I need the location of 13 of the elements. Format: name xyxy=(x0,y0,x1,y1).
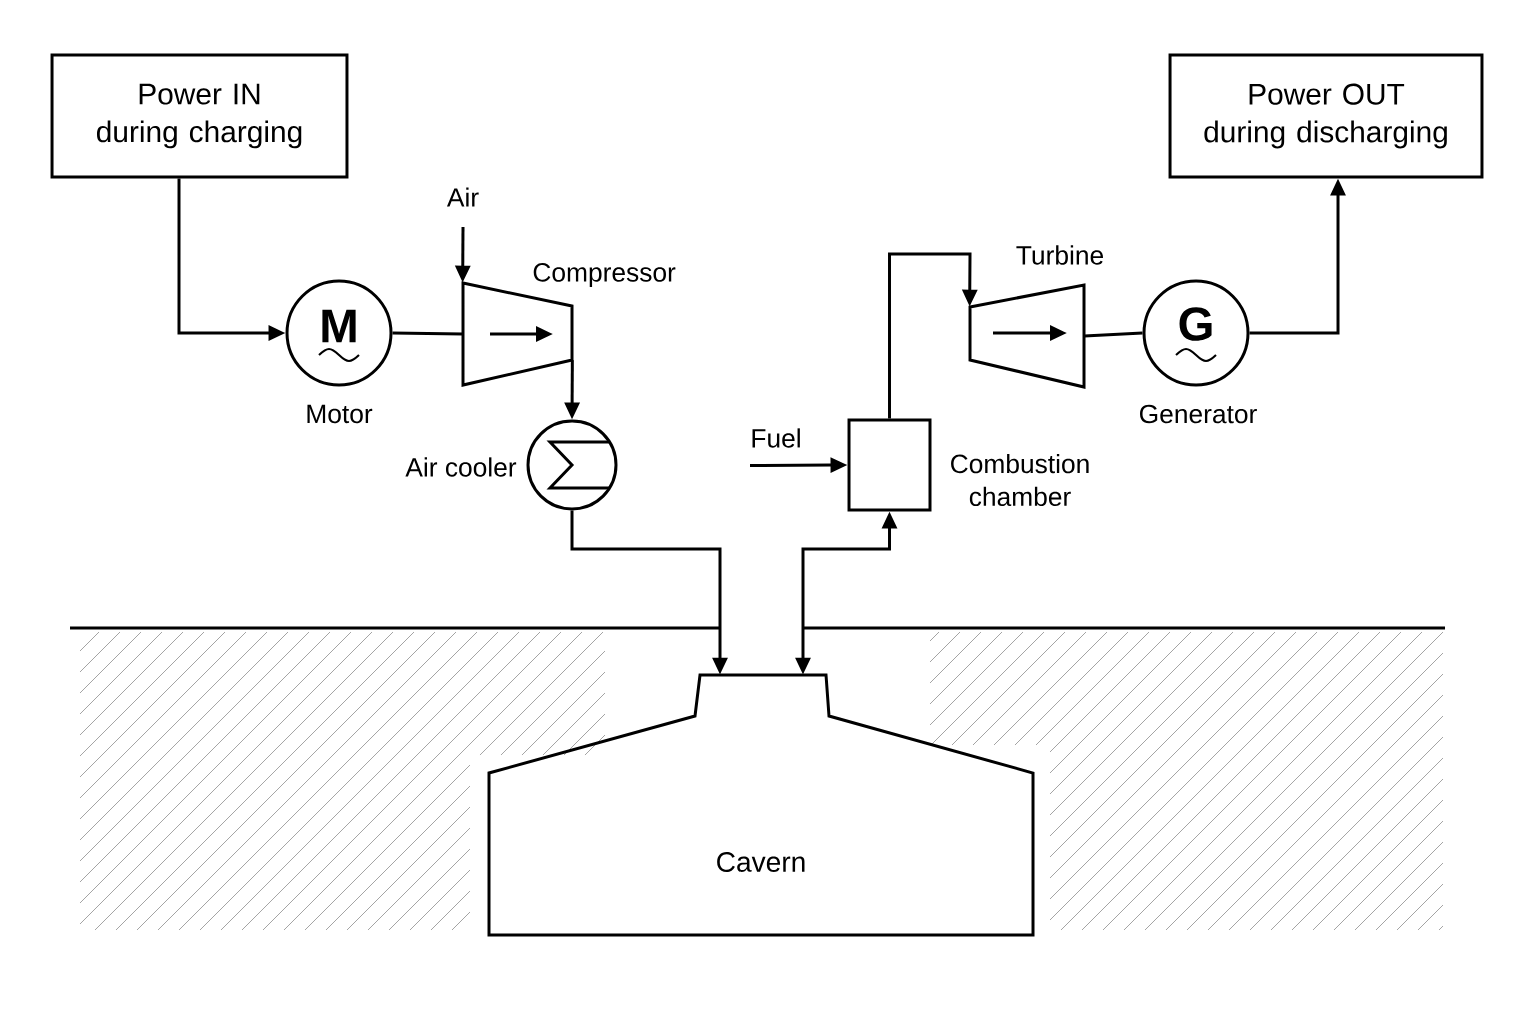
flow-label: Fuel xyxy=(752,428,800,448)
component-label: Motor xyxy=(307,404,373,424)
flow-label: Air xyxy=(446,187,479,207)
component-label: Combustion chamber xyxy=(951,453,1089,507)
component-label: Turbine xyxy=(1016,245,1103,265)
text-box: Power OUT during discharging xyxy=(1168,53,1484,179)
arrow xyxy=(888,252,978,419)
component-label: Compressor xyxy=(533,263,676,287)
connector-line xyxy=(1084,331,1143,338)
component-label: Generator xyxy=(1140,404,1257,424)
component-label: Air cooler xyxy=(405,457,517,477)
connector-line xyxy=(392,331,463,336)
text-box: Power IN during charging xyxy=(50,53,349,179)
